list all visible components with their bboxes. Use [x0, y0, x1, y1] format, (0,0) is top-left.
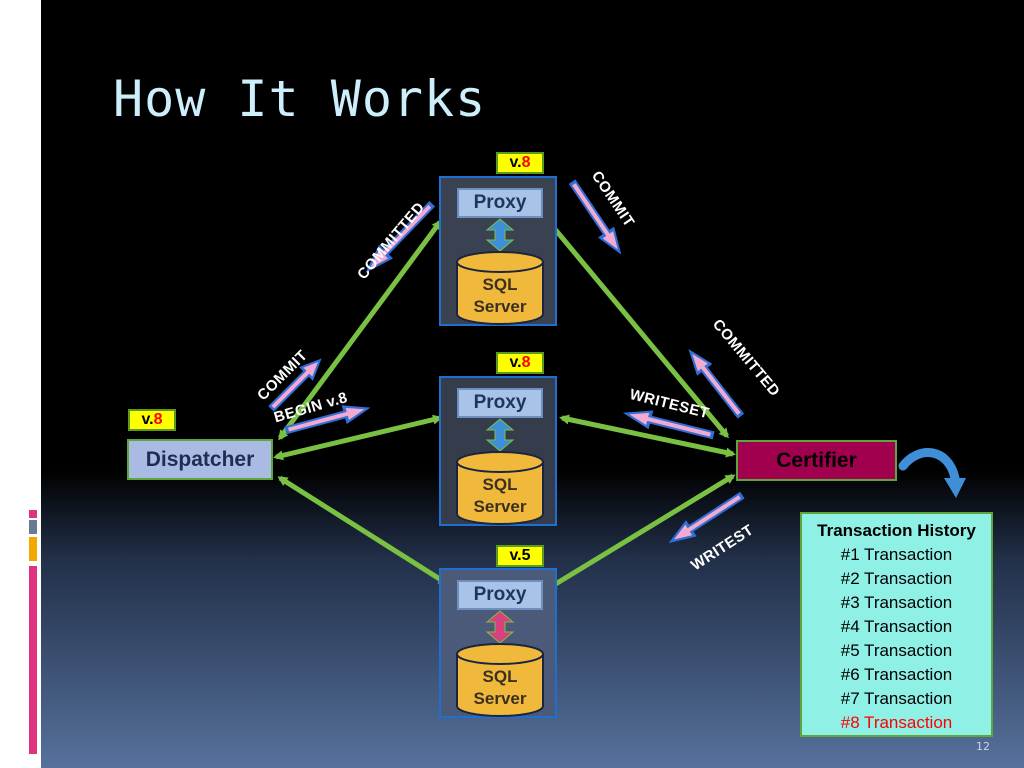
- history-row: #3 Transaction: [840, 593, 953, 612]
- accent-bar-pink: [29, 566, 37, 754]
- accent-bar-pink-top: [29, 510, 37, 518]
- accent-bar-gray: [29, 520, 37, 534]
- server3-database-icon: [456, 643, 544, 717]
- accent-bar-orange: [29, 537, 37, 561]
- server1-proxy: Proxy: [457, 188, 543, 218]
- dispatcher-version-badge: v.8: [128, 409, 176, 431]
- server3-sync-arrow: [485, 610, 515, 644]
- msg-arrow-writeset: [622, 410, 715, 440]
- server1-version-badge: v.8: [496, 152, 544, 174]
- server2-database-icon: [456, 451, 544, 525]
- curved-arrow-to-history: [898, 448, 960, 483]
- server3-proxy: Proxy: [457, 580, 543, 610]
- link-dispatcher-server3: [277, 475, 449, 586]
- dispatcher-node: Dispatcher: [127, 439, 273, 480]
- history-row: #6 Transaction: [840, 665, 953, 684]
- history-row: #5 Transaction: [840, 641, 953, 660]
- server2-version-badge: v.8: [496, 352, 544, 374]
- history-row-latest: #8 Transaction: [840, 713, 953, 732]
- msg-arrow-writest: [668, 491, 745, 544]
- link-certifier-server1: [547, 219, 729, 439]
- transaction-history-panel: Transaction History #1 Transaction #2 Tr…: [800, 512, 993, 737]
- history-row: #4 Transaction: [840, 617, 953, 636]
- transaction-history-title: Transaction History: [817, 521, 976, 540]
- link-dispatcher-server2: [273, 414, 443, 461]
- history-row: #7 Transaction: [840, 689, 953, 708]
- certifier-node: Certifier: [736, 440, 897, 481]
- server3-version-badge: v.5: [496, 545, 544, 567]
- msg-arrow-committed-top: [365, 200, 436, 273]
- slide-title: How It Works: [113, 70, 487, 128]
- msg-arrow-commit-top: [568, 179, 622, 255]
- msg-arrow-begin: [284, 405, 371, 435]
- server2-sync-arrow: [485, 418, 515, 452]
- curved-arrow-head: [944, 478, 966, 498]
- link-dispatcher-server1: [277, 219, 443, 441]
- msg-arrow-committed-right: [688, 349, 745, 419]
- msg-arrow-commit-left: [268, 358, 322, 412]
- history-row: #1 Transaction: [840, 545, 953, 564]
- page-number: 12: [976, 740, 990, 753]
- link-certifier-server3: [546, 473, 736, 591]
- server1-database-icon: [456, 251, 544, 325]
- server1-sync-arrow: [485, 218, 515, 252]
- history-row: #2 Transaction: [840, 569, 953, 588]
- link-certifier-server2: [559, 414, 736, 458]
- server2-proxy: Proxy: [457, 388, 543, 418]
